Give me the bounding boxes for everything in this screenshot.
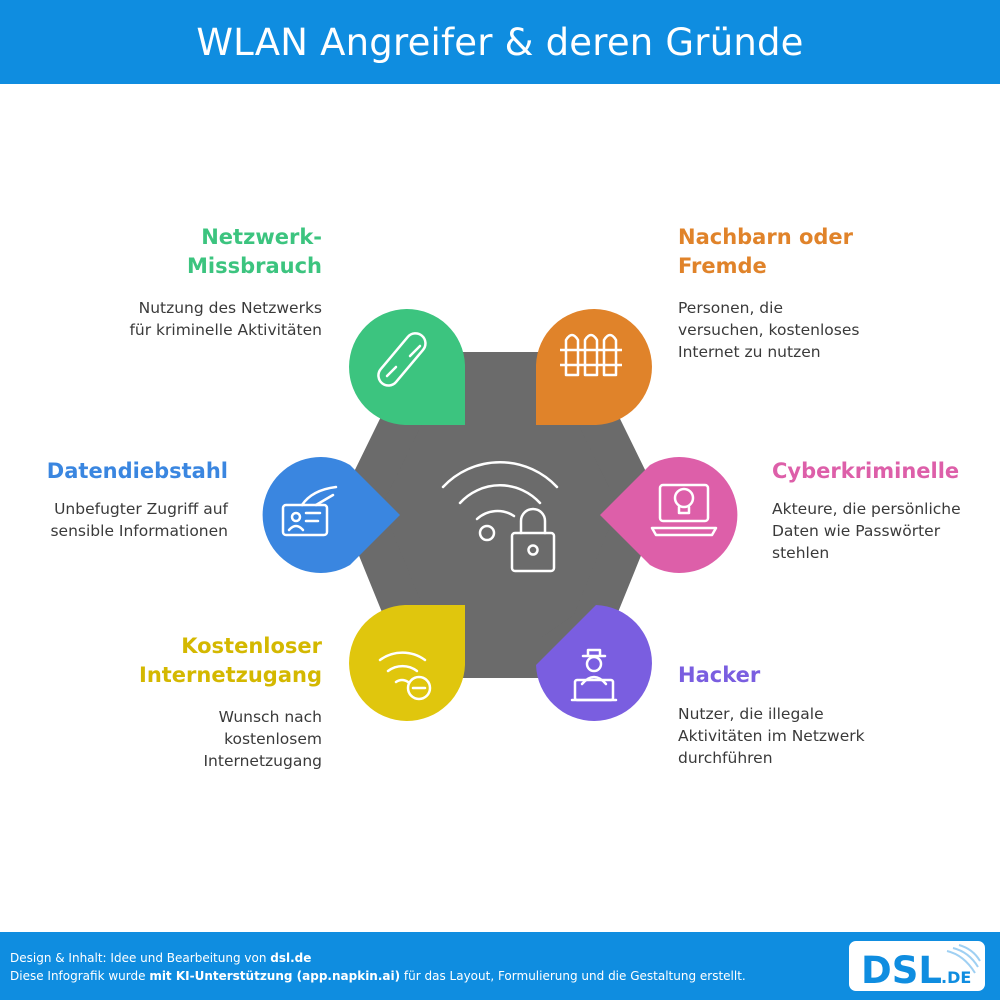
dsl-logo[interactable]: DSL .DE bbox=[847, 939, 987, 993]
page-title: WLAN Angreifer & deren Gründe bbox=[196, 20, 804, 64]
petal-datendiebstahl bbox=[262, 457, 400, 574]
wifi-lock-icon bbox=[441, 460, 559, 573]
desc-internetzugang: Wunsch nach kostenlosem Internetzugang bbox=[203, 708, 322, 770]
label-cyberkriminelle: Cyberkriminelle Akteure, die persönliche… bbox=[772, 457, 961, 564]
hacker-laptop-icon bbox=[570, 648, 618, 702]
footer-credit-line: Design & Inhalt: Idee und Bearbeitung vo… bbox=[10, 951, 312, 965]
petal-hacker bbox=[536, 605, 652, 721]
logo-text-suffix: .DE bbox=[941, 968, 971, 987]
desc-netzwerk-missbrauch: Nutzung des Netzwerks für kriminelle Akt… bbox=[129, 299, 322, 339]
header-bar: WLAN Angreifer & deren Gründe bbox=[0, 0, 1000, 84]
title-hacker: Hacker bbox=[678, 663, 761, 687]
label-hacker: Hacker Nutzer, die illegale Aktivitäten … bbox=[678, 661, 865, 769]
title-internetzugang: Kostenloser Internetzugang bbox=[139, 634, 322, 687]
fence-icon bbox=[560, 333, 622, 377]
petal-internetzugang bbox=[349, 605, 465, 721]
title-datendiebstahl: Datendiebstahl bbox=[46, 459, 228, 483]
skull-laptop-icon bbox=[650, 483, 718, 537]
dsl-link[interactable]: dsl.de bbox=[270, 951, 312, 965]
wifi-minus-icon bbox=[378, 651, 432, 701]
footer-bar: Design & Inhalt: Idee und Bearbeitung vo… bbox=[0, 932, 1000, 1000]
label-netzwerk-missbrauch: Netzwerk- Missbrauch Nutzung des Netzwer… bbox=[129, 223, 322, 341]
label-nachbarn: Nachbarn oder Fremde Personen, die versu… bbox=[678, 223, 859, 363]
desc-datendiebstahl: Unbefugter Zugriff auf sensible Informat… bbox=[50, 500, 228, 540]
desc-hacker: Nutzer, die illegale Aktivitäten im Netz… bbox=[678, 705, 865, 767]
hand-id-card-icon bbox=[281, 485, 338, 537]
desc-cyberkriminelle: Akteure, die persönliche Daten wie Passw… bbox=[772, 500, 961, 562]
label-datendiebstahl: Datendiebstahl Unbefugter Zugriff auf se… bbox=[47, 457, 228, 542]
broken-link-icon bbox=[377, 332, 427, 387]
desc-nachbarn: Personen, die versuchen, kostenloses Int… bbox=[678, 299, 860, 361]
footer-ai-note: Diese Infografik wurde mit KI-Unterstütz… bbox=[10, 969, 746, 983]
title-cyberkriminelle: Cyberkriminelle bbox=[772, 459, 960, 483]
petal-cyberkriminelle bbox=[600, 456, 738, 573]
title-netzwerk-missbrauch: Netzwerk- Missbrauch bbox=[186, 225, 322, 278]
logo-signal-icon bbox=[946, 944, 981, 974]
label-internetzugang: Kostenloser Internetzugang Wunsch nach k… bbox=[139, 632, 322, 772]
petal-netzwerk-missbrauch bbox=[349, 309, 465, 425]
petal-nachbarn bbox=[536, 309, 652, 425]
logo-text-main: DSL bbox=[861, 949, 942, 992]
title-nachbarn: Nachbarn oder Fremde bbox=[678, 225, 854, 278]
